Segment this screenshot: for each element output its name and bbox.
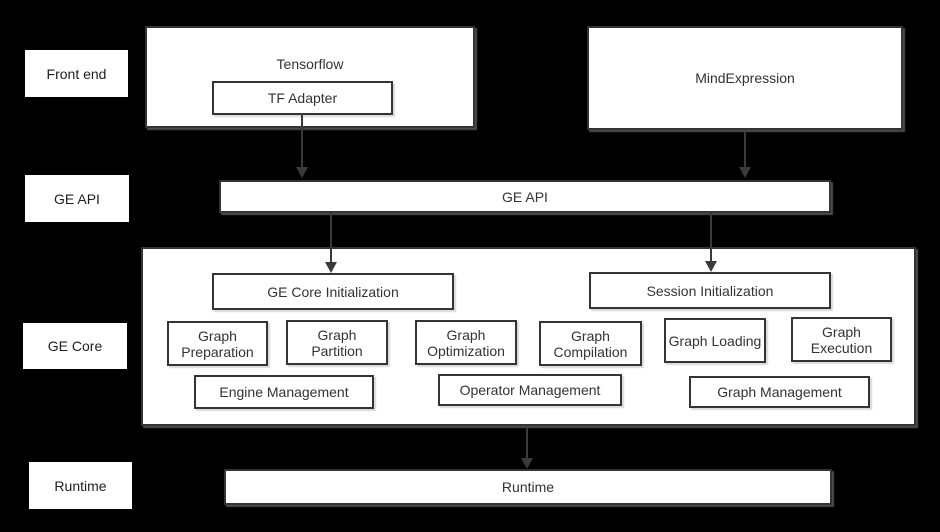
arrow-ge-api-to-ge-core-initialization [330, 213, 332, 262]
layer-label-front-end: Front end [25, 50, 128, 97]
graph-partition-box: Graph Partition [286, 320, 388, 365]
arrow-ge-core-to-runtime [526, 427, 528, 458]
ge-core-initialization-box: GE Core Initialization [212, 273, 454, 310]
layer-label-ge-api: GE API [25, 175, 129, 222]
arrow-tf-adapter-to-ge-api [301, 113, 303, 167]
graph-compilation-box: Graph Compilation [539, 321, 642, 366]
runtime-bar: Runtime [224, 469, 832, 505]
graph-optimization-box: Graph Optimization [415, 320, 517, 365]
operator-management-box: Operator Management [438, 374, 622, 406]
tensorflow-box: Tensorflow TF Adapter [145, 26, 475, 128]
ge-core-box: GE Core Initialization Session Initializ… [141, 247, 916, 426]
tf-adapter-box: TF Adapter [212, 81, 393, 115]
mindexpression-box: MindExpression [587, 26, 903, 130]
engine-management-box: Engine Management [194, 375, 374, 409]
graph-management-box: Graph Management [689, 376, 870, 408]
arrow-mindexpression-to-ge-api [744, 131, 746, 167]
session-initialization-box: Session Initialization [589, 272, 831, 309]
layer-label-runtime: Runtime [29, 462, 132, 509]
graph-preparation-box: Graph Preparation [167, 321, 268, 366]
graph-loading-box: Graph Loading [664, 318, 766, 363]
layer-label-ge-core: GE Core [23, 323, 127, 369]
ge-api-bar: GE API [219, 180, 831, 213]
arrow-ge-api-to-session-initialization [710, 213, 712, 261]
graph-execution-box: Graph Execution [791, 317, 892, 362]
tensorflow-label: Tensorflow [276, 56, 344, 72]
